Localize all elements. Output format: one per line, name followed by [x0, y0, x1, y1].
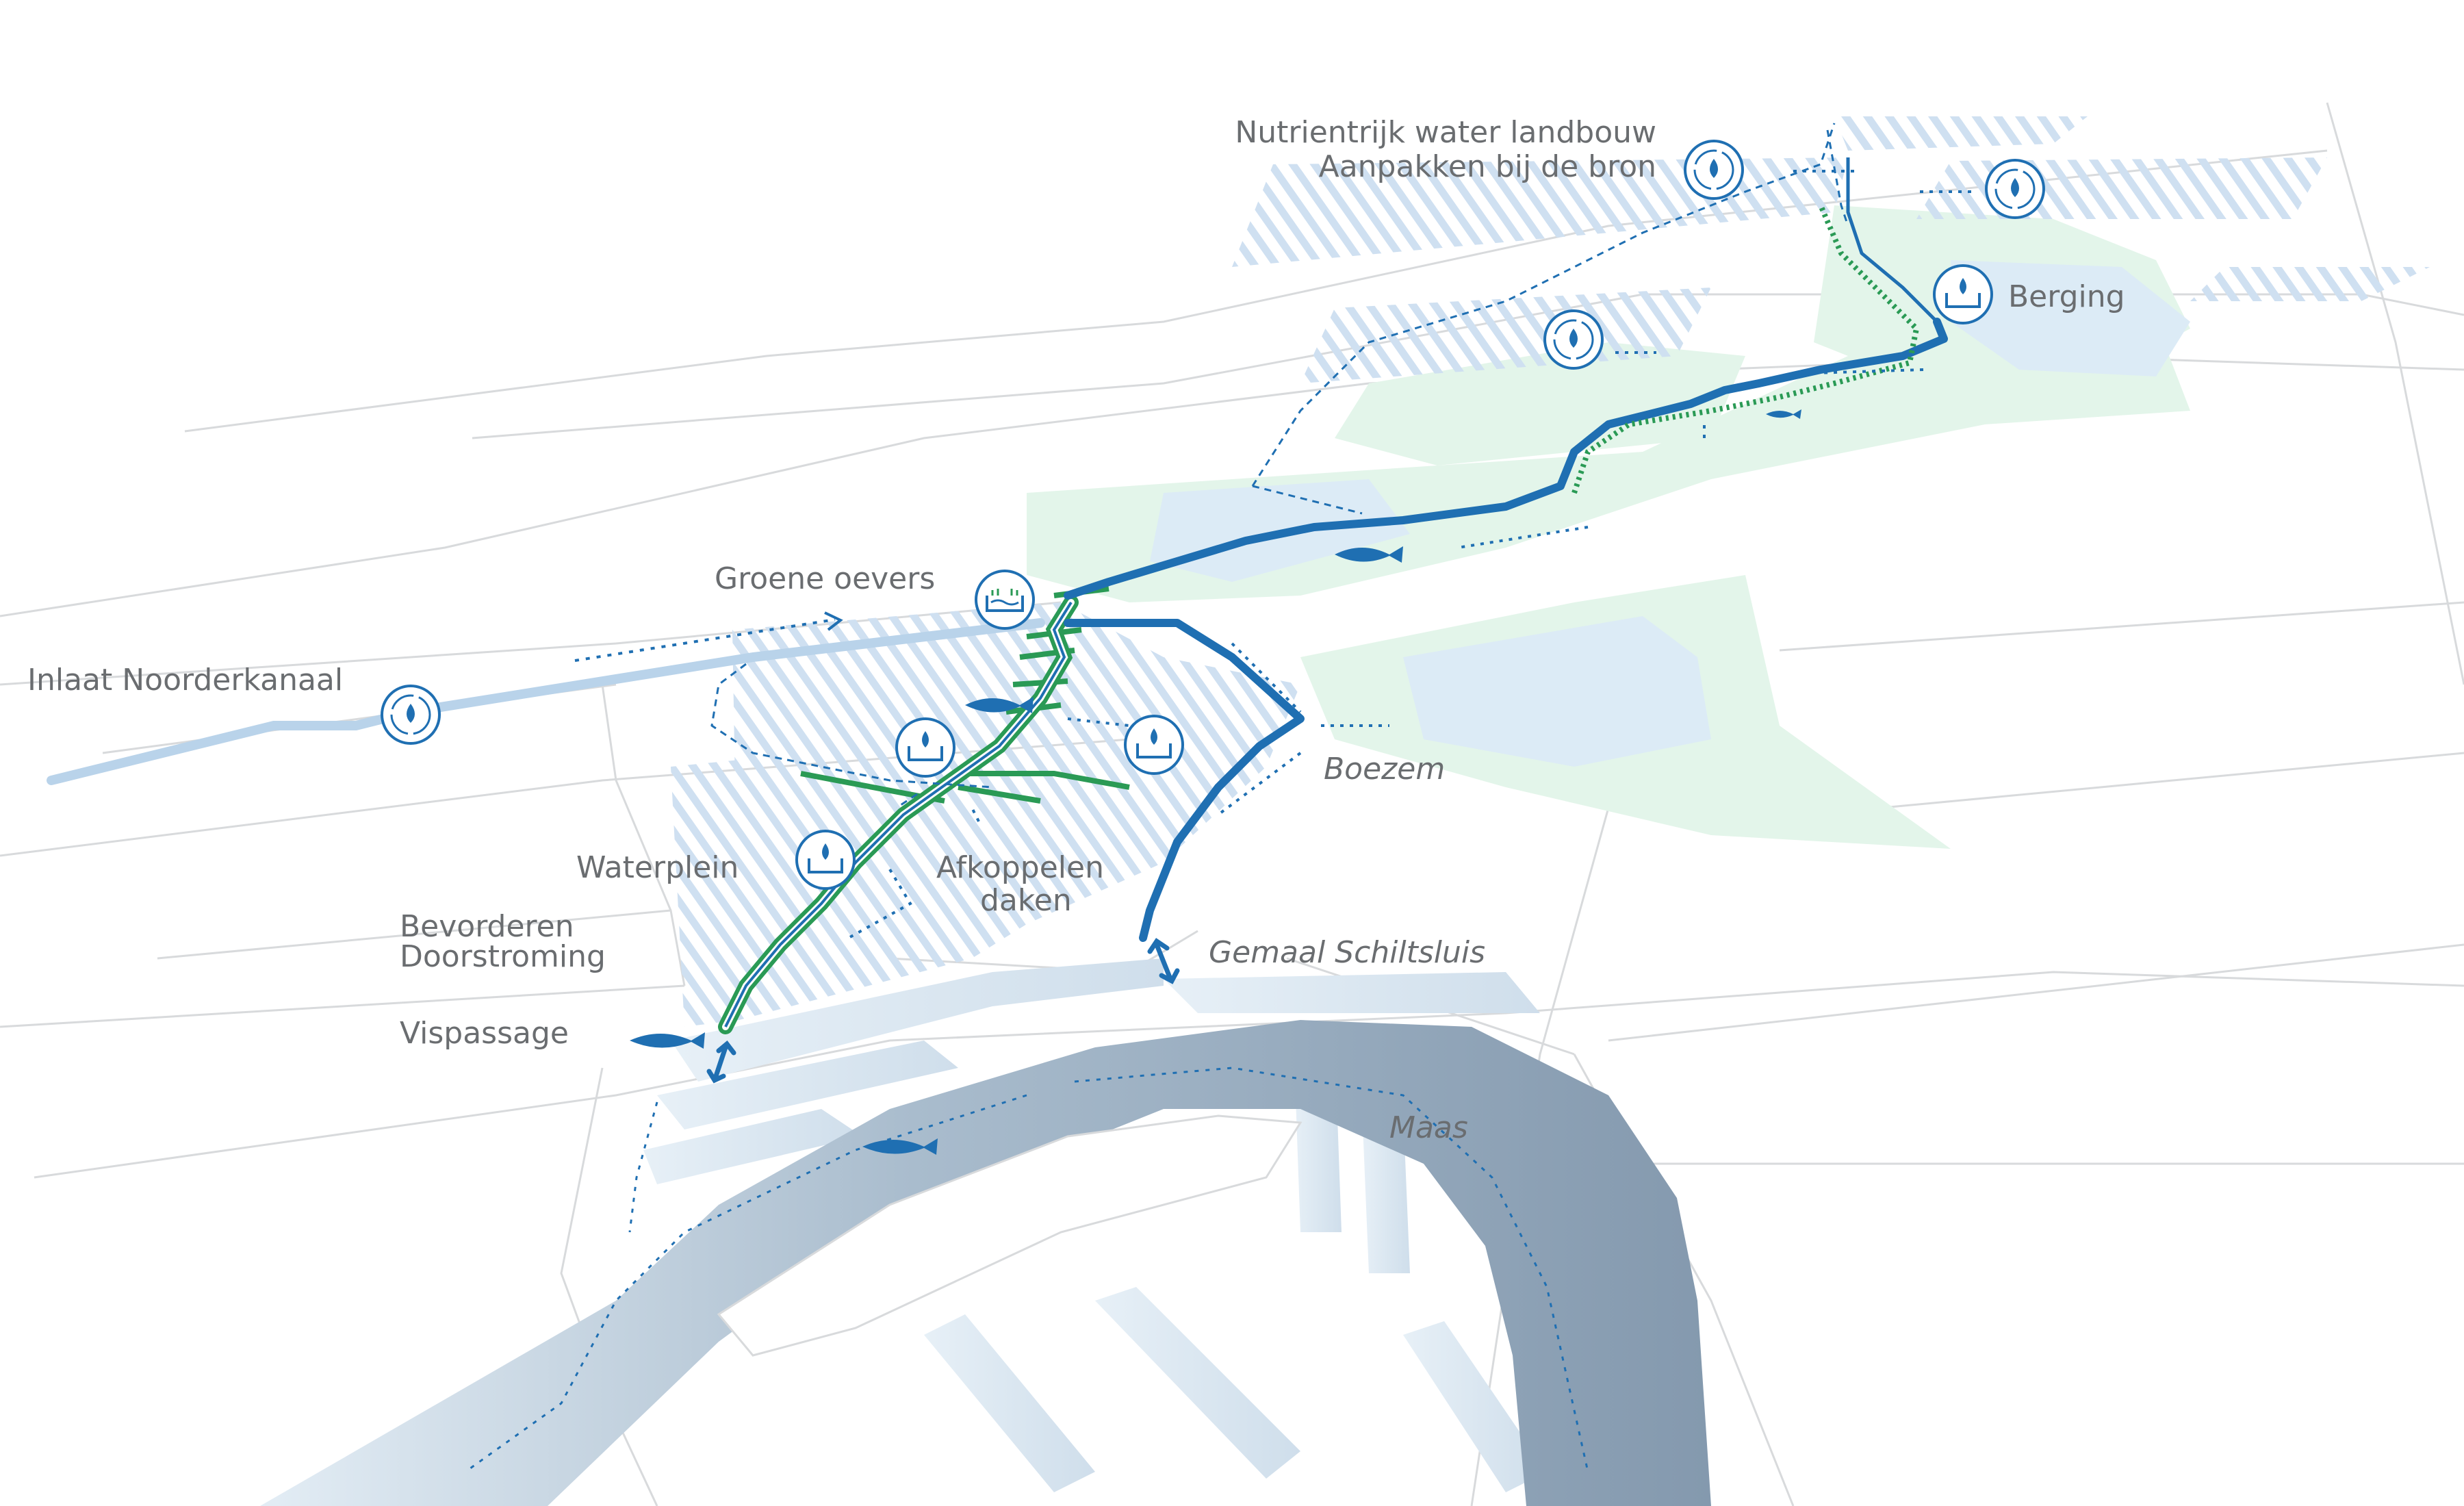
- inlaat-flow-arrow: [574, 618, 836, 662]
- street-grid: [0, 102, 2464, 1506]
- urban-waterway-line: [724, 601, 1073, 1028]
- green-bank-icon: [975, 570, 1035, 630]
- catchment-boundaries: [710, 123, 1849, 809]
- fish-icon: [630, 409, 1801, 1155]
- water-basin-icon-west: [895, 717, 955, 778]
- label-bevorderen-1: Bevorderen: [400, 909, 574, 944]
- label-nutrient-1: Nutrientrijk water landbouw: [1235, 115, 1656, 150]
- water-drop-cycle-icon-east: [1985, 159, 2045, 219]
- harbour-flow-arrow: [628, 1101, 658, 1233]
- label-afkoppelen-2: daken: [980, 883, 1072, 918]
- label-groene-oevers: Groene oevers: [715, 561, 936, 596]
- label-bevorderen-2: Doorstroming: [400, 939, 606, 974]
- maas-flow-arrow: [1074, 1067, 1589, 1472]
- label-inlaat: Inlaat Noorderkanaal: [27, 663, 344, 698]
- label-waterplein: Waterplein: [576, 850, 739, 885]
- inlaat-arrowhead: [824, 611, 843, 631]
- label-boezem: Boezem: [1324, 752, 1446, 787]
- water-drop-cycle-icon-middle: [1543, 309, 1604, 370]
- sluice-arrows: [706, 938, 1180, 1084]
- water-basin-icon-east: [1124, 715, 1184, 775]
- water-drop-cycle-icon-inlaat: [381, 685, 441, 745]
- flow-arrows: [848, 170, 1971, 939]
- water-basin-icon-waterplein: [795, 830, 856, 890]
- upper-stream: [1846, 157, 1938, 323]
- label-gemaal: Gemaal Schiltsluis: [1209, 935, 1486, 970]
- harbour-basins: [643, 958, 1547, 1492]
- label-nutrient-2: Aanpakken bij de bron: [1318, 149, 1656, 184]
- boezem-south-channel: [1064, 619, 1305, 942]
- label-berging: Berging: [2008, 279, 2125, 314]
- water-drop-cycle-icon-nutrient: [1684, 140, 1744, 200]
- maas-flow-arrow-west: [465, 1094, 1027, 1473]
- label-vispassage: Vispassage: [400, 1016, 569, 1051]
- label-maas: Maas: [1389, 1110, 1468, 1145]
- maas-inner-island: [717, 1114, 1302, 1357]
- boezem-main-channel: [1064, 318, 1948, 600]
- upper-stream-bank: [1571, 204, 1920, 494]
- label-afkoppelen-1: Afkoppelen: [936, 850, 1104, 885]
- water-basin-icon-berging: [1933, 264, 1993, 324]
- maas-river: [260, 1020, 1711, 1506]
